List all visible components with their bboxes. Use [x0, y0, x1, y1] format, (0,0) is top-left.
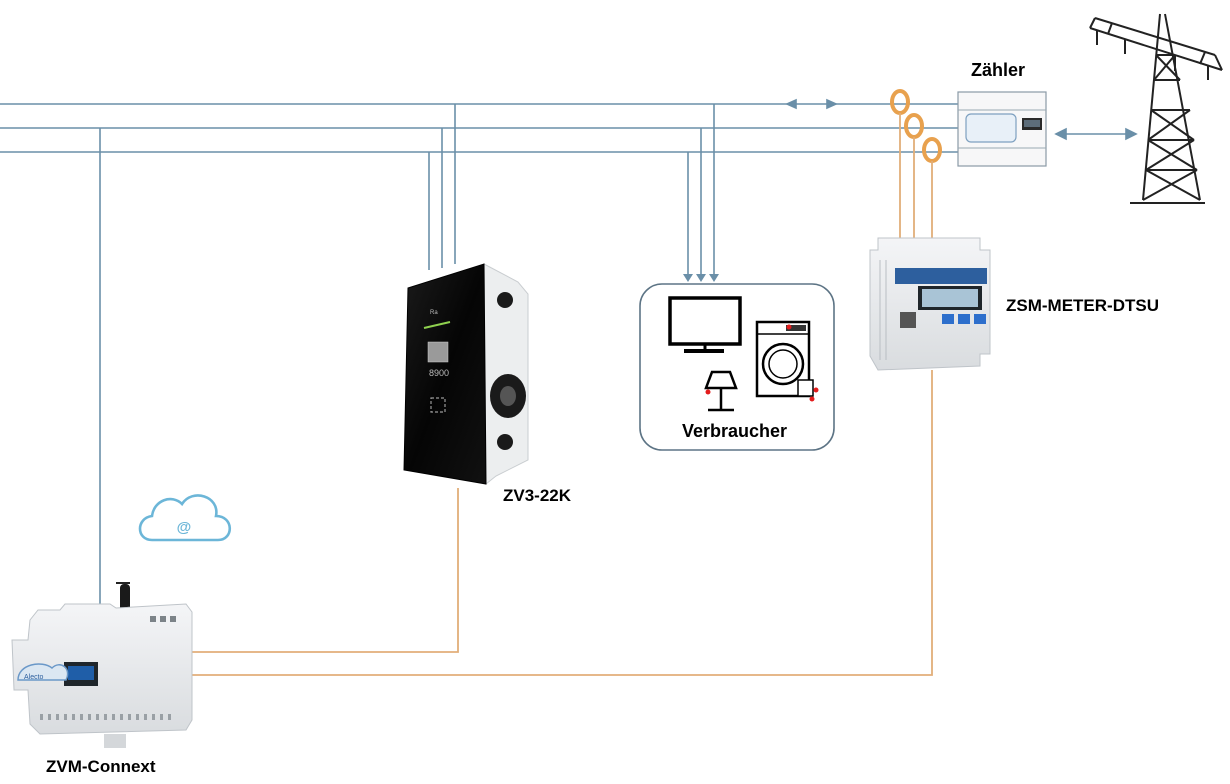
consumer-box	[639, 283, 835, 451]
svg-text:@: @	[177, 519, 192, 536]
controller-device: Alecto	[11, 582, 193, 748]
meter-to-controller	[192, 370, 933, 676]
wallbox-rfid-icon	[430, 397, 446, 413]
wallbox-brand-text: Ra	[430, 310, 438, 316]
grid-meter	[957, 91, 1047, 167]
wallbox-to-controller	[192, 488, 459, 653]
controller-label: ZVM-Connext	[46, 757, 156, 776]
consumers-label: Verbraucher	[682, 421, 788, 441]
energy-meter-label: ZSM-METER-DTSU	[1006, 296, 1159, 315]
power-pylon-icon	[1089, 13, 1223, 204]
grid-arrow	[1054, 127, 1138, 141]
ct-clamp-1	[890, 89, 910, 115]
controller-logo-text: Alecto	[24, 674, 44, 681]
lamp-icon	[704, 370, 738, 412]
wallbox-device: Ra 8900	[403, 263, 529, 486]
washing-machine-icon	[755, 320, 814, 398]
power-lines	[0, 103, 958, 608]
bidirectional-arrow-top	[785, 98, 838, 110]
data-cables	[192, 113, 933, 676]
wallbox-label: ZV3-22K	[503, 486, 572, 505]
grid-meter-label: Zähler	[971, 60, 1026, 80]
ct-clamp-2	[904, 113, 924, 139]
wallbox-power-text: 8900	[429, 368, 449, 378]
television-icon	[668, 296, 742, 353]
energy-meter-device	[869, 237, 991, 371]
cloud-at-icon: @	[138, 494, 232, 542]
consumer-arrowheads	[683, 274, 719, 282]
ct-clamp-3	[922, 137, 942, 163]
